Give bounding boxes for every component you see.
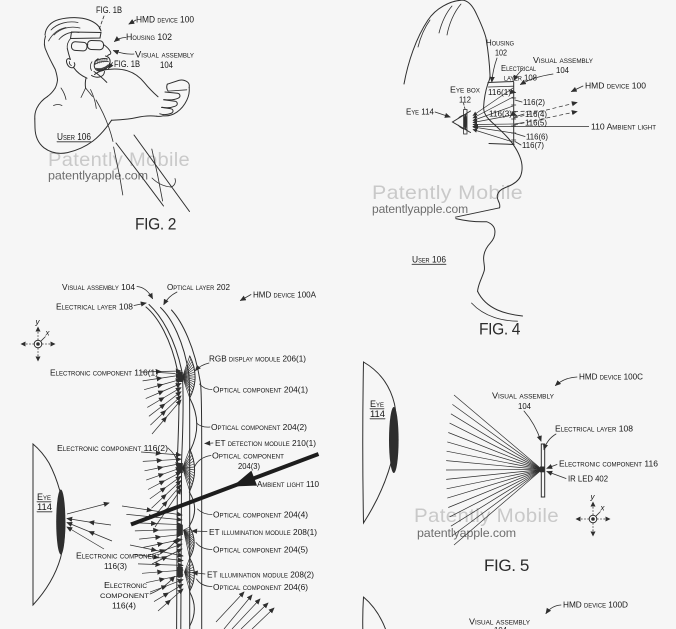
svg-text:Optical component 204(6): Optical component 204(6) xyxy=(213,582,308,592)
svg-text:116(2): 116(2) xyxy=(523,97,545,107)
svg-text:HMD device 100: HMD device 100 xyxy=(585,81,646,91)
svg-text:ET illumination module 208(2): ET illumination module 208(2) xyxy=(207,570,314,580)
svg-text:Electronic component: Electronic component xyxy=(76,551,160,561)
svg-text:Electrical layer 108: Electrical layer 108 xyxy=(555,424,633,434)
svg-text:HMD device 100D: HMD device 100D xyxy=(563,600,628,610)
svg-text:component: component xyxy=(100,590,149,600)
svg-text:114: 114 xyxy=(370,409,385,419)
svg-text:User 106: User 106 xyxy=(57,132,91,143)
svg-text:FIG. 2: FIG. 2 xyxy=(135,216,176,234)
svg-text:Housing 102: Housing 102 xyxy=(126,32,172,42)
svg-text:x: x xyxy=(45,329,51,338)
svg-text:HMD device 100A: HMD device 100A xyxy=(253,290,316,300)
svg-text:114: 114 xyxy=(37,502,52,512)
svg-text:IR LED 402: IR LED 402 xyxy=(568,474,608,484)
svg-text:Optical component 204(5): Optical component 204(5) xyxy=(213,545,308,555)
svg-text:116(3): 116(3) xyxy=(489,109,512,119)
svg-text:112: 112 xyxy=(459,95,471,105)
svg-text:patentlyapple.com: patentlyapple.com xyxy=(48,169,148,183)
svg-text:204(3): 204(3) xyxy=(238,461,260,471)
svg-text:layer 108: layer 108 xyxy=(504,73,537,83)
svg-text:Ambient light 110: Ambient light 110 xyxy=(257,479,319,489)
svg-text:110 Ambient light: 110 Ambient light xyxy=(591,122,656,132)
svg-text:Eye: Eye xyxy=(370,399,384,409)
svg-text:Visual assembly: Visual assembly xyxy=(135,50,194,60)
svg-text:Patently Mobile: Patently Mobile xyxy=(414,505,559,527)
svg-text:patentlyapple.com: patentlyapple.com xyxy=(417,526,516,540)
svg-text:Optical component 204(2): Optical component 204(2) xyxy=(211,422,307,432)
svg-text:User 106: User 106 xyxy=(412,255,446,265)
svg-text:102: 102 xyxy=(495,48,507,58)
svg-text:y: y xyxy=(590,493,596,502)
svg-text:Visual assembly: Visual assembly xyxy=(492,391,554,401)
svg-text:ET detection module 210(1): ET detection module 210(1) xyxy=(215,438,316,448)
svg-text:RGB display module 206(1): RGB display module 206(1) xyxy=(209,354,306,364)
svg-text:Housing: Housing xyxy=(486,38,514,48)
svg-text:Eye box: Eye box xyxy=(450,85,480,95)
svg-text:Patently Mobile: Patently Mobile xyxy=(372,182,523,204)
svg-text:patentlyapple.com: patentlyapple.com xyxy=(372,202,468,216)
svg-text:116(5): 116(5) xyxy=(525,118,547,128)
svg-text:Optical component: Optical component xyxy=(212,451,284,461)
svg-text:Patently Mobile: Patently Mobile xyxy=(48,149,190,171)
svg-text:116(3): 116(3) xyxy=(104,561,127,571)
svg-text:104: 104 xyxy=(160,60,173,70)
svg-text:104: 104 xyxy=(518,401,531,411)
svg-text:116(7): 116(7) xyxy=(522,140,544,150)
svg-text:Electronic component 116(1): Electronic component 116(1) xyxy=(50,368,158,378)
svg-text:FIG. 1B: FIG. 1B xyxy=(96,5,122,15)
svg-text:Eye 114: Eye 114 xyxy=(406,107,434,117)
svg-text:116(6): 116(6) xyxy=(526,132,548,142)
svg-text:Eye: Eye xyxy=(37,492,51,502)
svg-text:116(4): 116(4) xyxy=(112,601,136,611)
svg-text:y: y xyxy=(35,318,41,327)
svg-text:Visual assembly 104: Visual assembly 104 xyxy=(62,282,135,292)
svg-text:Optical component 204(4): Optical component 204(4) xyxy=(213,510,308,520)
svg-text:FIG. 1B: FIG. 1B xyxy=(114,59,140,69)
svg-text:Electronic component 116: Electronic component 116 xyxy=(559,459,658,469)
svg-text:Electronic component 116(2): Electronic component 116(2) xyxy=(57,443,168,453)
svg-text:Visual assembly: Visual assembly xyxy=(469,617,530,627)
svg-text:HMD device 100C: HMD device 100C xyxy=(579,372,643,382)
svg-text:104: 104 xyxy=(494,625,507,629)
svg-text:FIG. 4: FIG. 4 xyxy=(479,321,520,339)
svg-text:ET illumination module 208(1): ET illumination module 208(1) xyxy=(209,527,317,537)
svg-text:116(4): 116(4) xyxy=(525,109,547,119)
svg-text:Optical component 204(1): Optical component 204(1) xyxy=(213,385,308,395)
svg-text:Visual assembly: Visual assembly xyxy=(533,55,593,65)
svg-text:Electronic: Electronic xyxy=(104,580,148,590)
svg-text:Electrical: Electrical xyxy=(501,63,537,73)
svg-text:116(1): 116(1) xyxy=(488,87,511,97)
svg-text:Optical layer 202: Optical layer 202 xyxy=(167,282,230,292)
svg-text:x: x xyxy=(600,504,606,513)
svg-text:104: 104 xyxy=(556,65,569,75)
svg-text:FIG. 5: FIG. 5 xyxy=(484,557,529,575)
svg-text:HMD device 100: HMD device 100 xyxy=(136,15,194,25)
svg-text:Electrical layer 108: Electrical layer 108 xyxy=(56,302,133,312)
